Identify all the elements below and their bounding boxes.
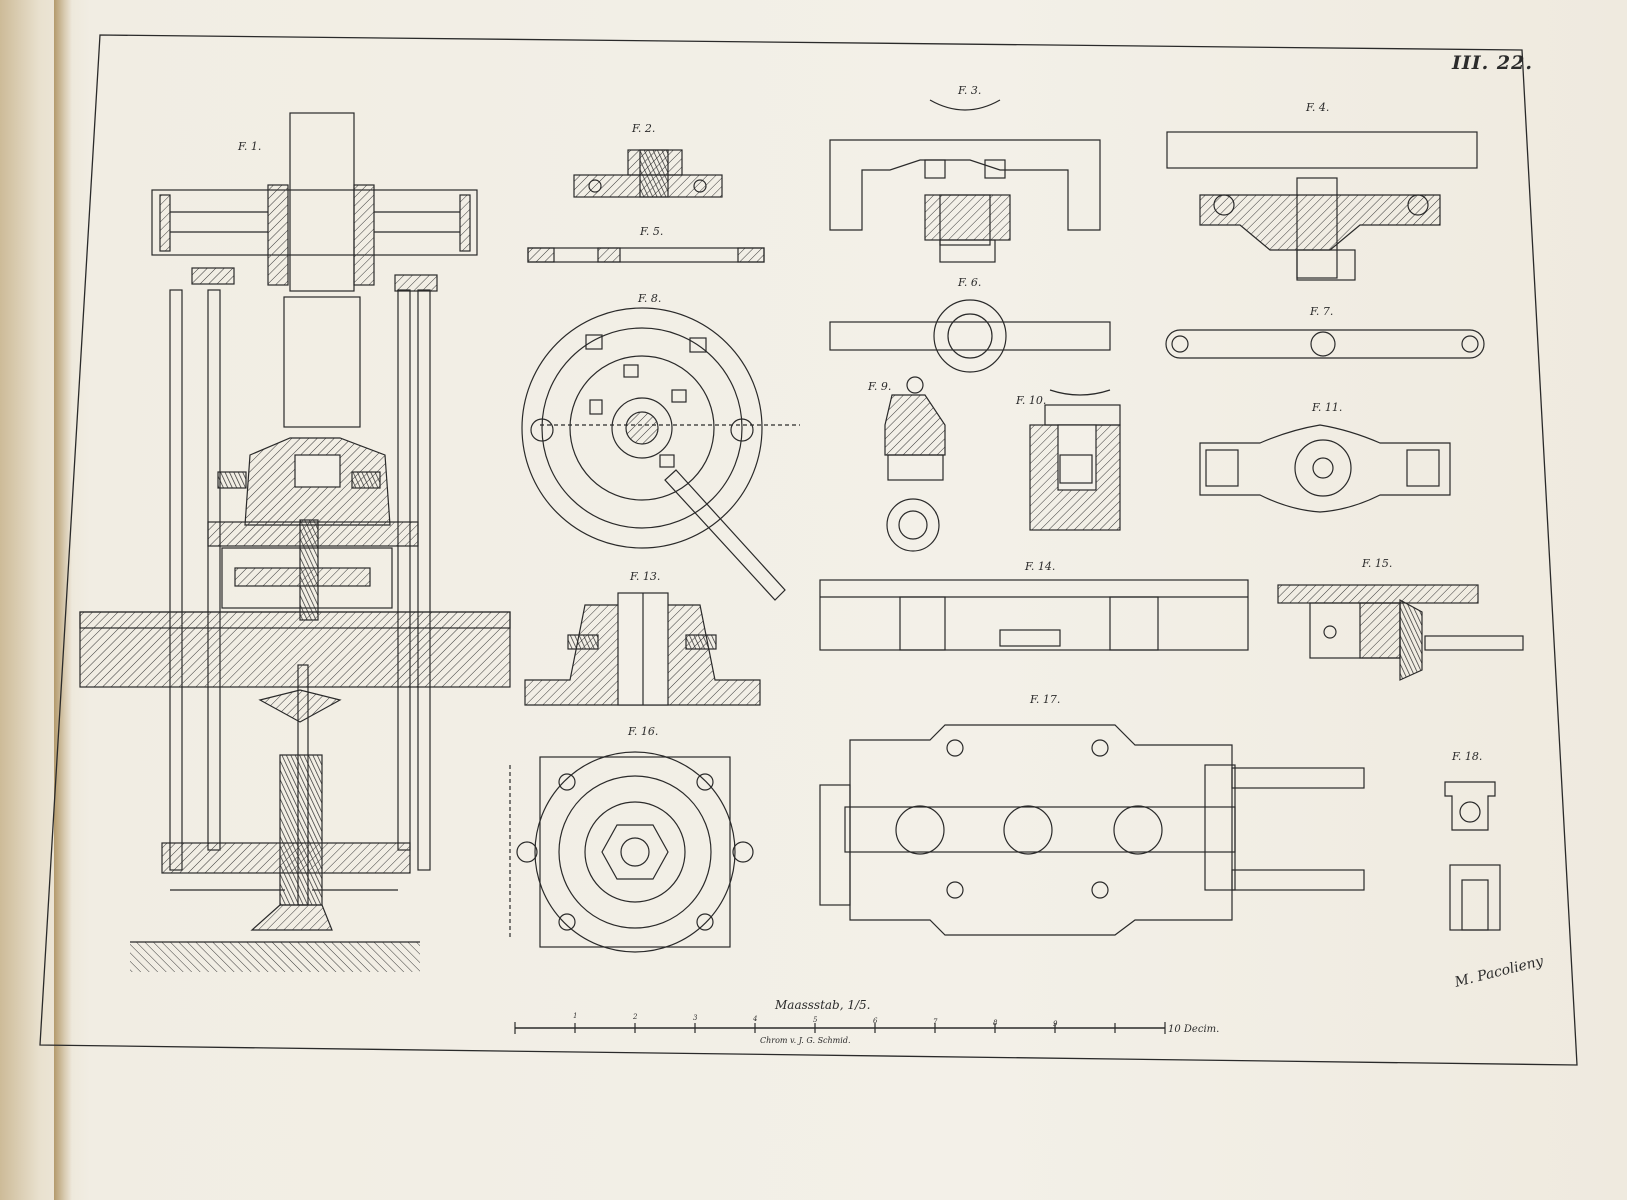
- plate-number: III. 22.: [1452, 52, 1533, 74]
- figure-label-2: F. 2.: [632, 122, 656, 135]
- figure-label-7: F. 7.: [1310, 305, 1334, 318]
- figure-5-bar: [527, 247, 765, 263]
- figure-label-18: F. 18.: [1452, 750, 1483, 763]
- figure-17-crosshead-plan: [819, 724, 1365, 936]
- figure-3-bracket: [829, 99, 1101, 263]
- printer-credit: Chrom v. J. G. Schmid.: [760, 1036, 851, 1045]
- scale-tick-6: 6: [873, 1017, 878, 1025]
- figure-1-press: [79, 112, 511, 972]
- figure-7-link: [1165, 329, 1485, 359]
- plate-border: [39, 34, 1578, 1066]
- figure-13-bearing: [524, 592, 761, 706]
- scale-bar: [514, 1022, 1166, 1034]
- figure-label-17: F. 17.: [1030, 693, 1061, 706]
- figure-2-collar: [573, 149, 723, 198]
- scale-tick-4: 4: [753, 1015, 758, 1023]
- figure-label-8: F. 8.: [638, 292, 662, 305]
- figure-label-6: F. 6.: [958, 276, 982, 289]
- figure-label-1: F. 1.: [238, 140, 262, 153]
- figure-10-block: [1029, 389, 1121, 531]
- scale-tick-2: 2: [633, 1013, 638, 1021]
- figure-label-10: F. 10.: [1016, 394, 1047, 407]
- scale-tick-7: 7: [933, 1018, 938, 1026]
- page-binding-edge: [54, 0, 72, 1200]
- figure-label-4: F. 4.: [1306, 101, 1330, 114]
- scale-tick-3: 3: [693, 1014, 698, 1022]
- scale-unit: 10 Decim.: [1168, 1024, 1220, 1035]
- figure-14-frame: [819, 579, 1249, 651]
- figure-18-clip: [1444, 781, 1501, 931]
- figure-label-9: F. 9.: [868, 380, 892, 393]
- scale-tick-5: 5: [813, 1016, 818, 1024]
- figure-9-hammer: [884, 376, 946, 552]
- figure-4-bracket: [1166, 131, 1478, 281]
- scale-tick-9: 9: [1053, 1020, 1058, 1028]
- figure-16-flange-plan: [509, 751, 754, 953]
- figure-label-13: F. 13.: [630, 570, 661, 583]
- figure-label-3: F. 3.: [958, 84, 982, 97]
- scale-tick-8: 8: [993, 1019, 998, 1027]
- figure-label-15: F. 15.: [1362, 557, 1393, 570]
- figure-label-5: F. 5.: [640, 225, 664, 238]
- scale-tick-1: 1: [573, 1012, 578, 1020]
- figure-11-link: [1199, 424, 1451, 513]
- figure-8-disc: [521, 307, 800, 601]
- figure-15-section: [1277, 584, 1524, 681]
- scale-title: Maassstab, 1/5.: [775, 998, 871, 1012]
- figure-label-11: F. 11.: [1312, 401, 1343, 414]
- figure-6-link: [829, 299, 1111, 373]
- figure-label-16: F. 16.: [628, 725, 659, 738]
- figure-label-14: F. 14.: [1025, 560, 1056, 573]
